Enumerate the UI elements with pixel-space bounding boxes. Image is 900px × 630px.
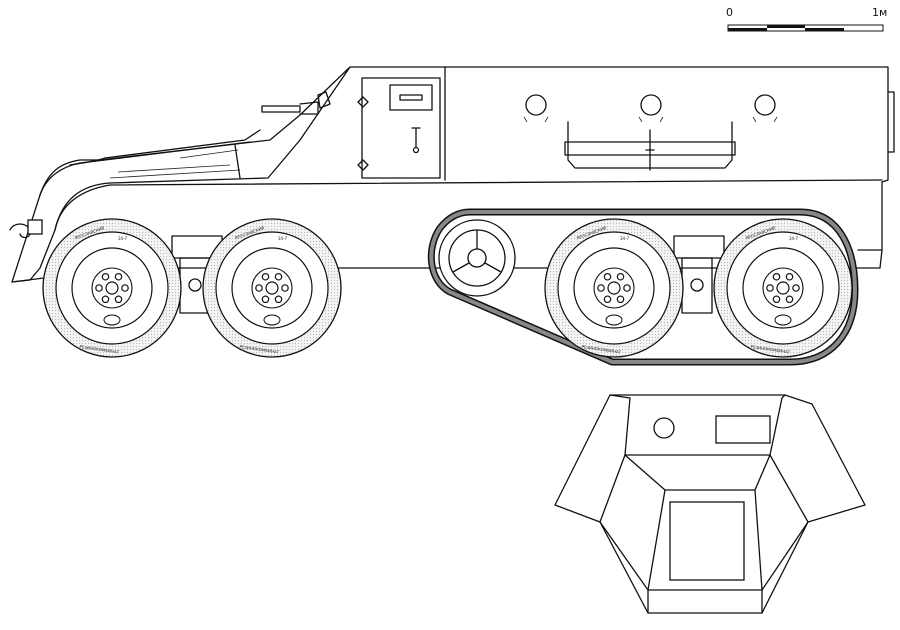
lug-nut bbox=[616, 295, 625, 304]
front-glacis bbox=[39, 141, 251, 196]
wheel-hub-ring bbox=[593, 267, 635, 309]
hook-mount bbox=[27, 219, 43, 235]
lug-nut bbox=[114, 295, 123, 304]
scale-bar-segment bbox=[728, 28, 767, 31]
lug-nut bbox=[261, 272, 270, 281]
tire-size-label: 34-7 bbox=[278, 236, 288, 241]
hull-outline bbox=[11, 66, 889, 283]
hood-vent-lines bbox=[109, 149, 241, 179]
door-latch bbox=[412, 146, 420, 154]
lug-nut bbox=[603, 272, 612, 281]
valve-cap bbox=[774, 314, 792, 326]
front-upper-plate bbox=[609, 394, 786, 456]
front-side-edges bbox=[599, 454, 809, 523]
lug-nut bbox=[281, 284, 289, 292]
tire-size-label: 34-7 bbox=[789, 236, 799, 241]
wheel-hub bbox=[776, 281, 790, 295]
track-inner bbox=[429, 210, 858, 364]
door-hatch bbox=[389, 84, 433, 111]
lug-nut bbox=[101, 295, 110, 304]
rail-center-post bbox=[645, 129, 655, 171]
tire-plant-label: РЕЗИНОКОМБИНАТ bbox=[750, 344, 791, 355]
front-view bbox=[554, 394, 866, 614]
tire-plant-label: РЕЗИНОКОМБИНАТ bbox=[239, 344, 280, 355]
pistol-port bbox=[640, 94, 662, 116]
pistol-port bbox=[754, 94, 776, 116]
pistol-ports bbox=[523, 94, 778, 123]
lug-nut bbox=[114, 272, 123, 281]
lug-nut bbox=[274, 295, 283, 304]
lug-nut bbox=[792, 284, 800, 292]
lug-nut bbox=[785, 272, 794, 281]
pistol-port bbox=[525, 94, 547, 116]
wheel-hub-ring bbox=[762, 267, 804, 309]
scale-end-label: 1м bbox=[872, 6, 887, 19]
vision-slit bbox=[399, 94, 423, 101]
tire-plant-label: РЕЗИНОКОМБИНАТ bbox=[79, 344, 120, 355]
stowage-rail bbox=[564, 141, 736, 156]
front-skirt bbox=[599, 521, 809, 591]
lug-nut bbox=[597, 284, 605, 292]
lug-nut bbox=[121, 284, 129, 292]
door-handle bbox=[411, 127, 421, 149]
valve-cap bbox=[605, 314, 623, 326]
lug-nut bbox=[274, 272, 283, 281]
lug-nut bbox=[255, 284, 263, 292]
lug-nut bbox=[772, 272, 781, 281]
gun-shield bbox=[317, 91, 331, 109]
tire-plant-label: РЕЗИНОКОМБИНАТ bbox=[581, 344, 622, 355]
rear-handle bbox=[887, 91, 895, 153]
lug-nut bbox=[785, 295, 794, 304]
driver-hatch bbox=[715, 415, 771, 444]
door-hinges bbox=[357, 96, 369, 171]
rail-brackets bbox=[567, 121, 733, 169]
lug-nut bbox=[766, 284, 774, 292]
front-glacis-plate bbox=[624, 454, 771, 491]
tire-size-label: 34-7 bbox=[118, 236, 128, 241]
lug-nut bbox=[616, 272, 625, 281]
lug-nut bbox=[623, 284, 631, 292]
valve-cap bbox=[263, 314, 281, 326]
wheel-hub bbox=[105, 281, 119, 295]
lug-nut bbox=[261, 295, 270, 304]
wheel-hub-ring bbox=[91, 267, 133, 309]
tire-size-label: 34-7 bbox=[620, 236, 630, 241]
lug-nut bbox=[603, 295, 612, 304]
wheel-hub bbox=[607, 281, 621, 295]
side-door bbox=[361, 77, 441, 179]
scale-bar: 0 1м bbox=[726, 6, 887, 32]
lug-nut bbox=[772, 295, 781, 304]
scale-bar-segment bbox=[767, 25, 805, 28]
wheel-hub bbox=[265, 281, 279, 295]
machine-gun bbox=[261, 105, 301, 113]
scale-bar-segment bbox=[805, 28, 844, 31]
front-hull-outline bbox=[554, 394, 866, 614]
idler-wheel bbox=[438, 219, 516, 297]
lug-nut bbox=[101, 272, 110, 281]
hood-edge bbox=[234, 144, 241, 179]
radiator-armor bbox=[669, 501, 745, 581]
side-view bbox=[9, 66, 895, 283]
scale-start-label: 0 bbox=[726, 6, 733, 19]
hood-line bbox=[69, 129, 261, 166]
lug-nut bbox=[95, 284, 103, 292]
wheel-hub-ring bbox=[251, 267, 293, 309]
fender-line bbox=[54, 179, 883, 231]
gun-mount bbox=[299, 101, 319, 115]
valve-cap bbox=[103, 314, 121, 326]
front-port bbox=[653, 417, 675, 439]
